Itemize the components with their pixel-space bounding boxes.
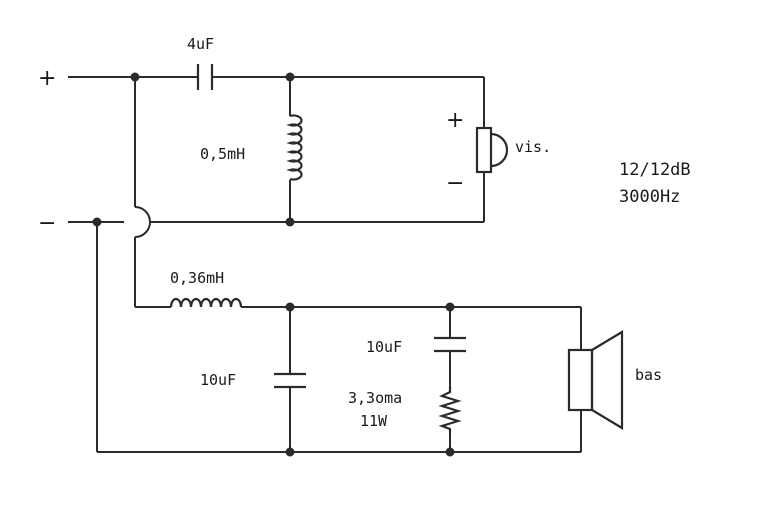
junction-dot (92, 217, 102, 227)
label-woofer-speaker: bas (635, 366, 662, 384)
junction-dot (285, 302, 295, 312)
tweeter-polarity-minus: − (446, 171, 464, 196)
label-tweeter-speaker: vis. (515, 138, 551, 156)
label-resistor-power: 11W (360, 412, 388, 430)
tweeter-speaker-icon (475, 126, 509, 174)
junction-dot (285, 72, 295, 82)
junction-dot (445, 447, 455, 457)
input-plus-terminal: + (38, 66, 56, 91)
capacitor-4uf (196, 64, 214, 90)
wires (68, 76, 582, 453)
resistor-zobel-icon (438, 387, 462, 433)
label-capacitor-10uf-shunt: 10uF (200, 371, 236, 389)
label-resistor-value: 3,3oma (348, 389, 402, 407)
spec-slope: 12/12dB (619, 160, 691, 180)
label-inductor-0-5mh: 0,5mH (200, 145, 245, 163)
label-inductor-0-36mh: 0,36mH (170, 269, 224, 287)
capacitor-10uf-shunt (274, 372, 306, 389)
label-capacitor-4uf: 4uF (187, 35, 214, 53)
woofer-speaker-icon (567, 330, 624, 430)
capacitor-10uf-zobel (434, 336, 466, 353)
junction-dot (285, 447, 295, 457)
label-capacitor-10uf-zobel: 10uF (366, 338, 402, 356)
junction-dot (445, 302, 455, 312)
inductor-0-5mh (286, 114, 303, 181)
input-minus-terminal: − (38, 211, 56, 236)
tweeter-polarity-plus: + (446, 108, 464, 133)
junction-dot (130, 72, 140, 82)
wire-crossover-hop (134, 206, 151, 238)
inductor-0-36mh (169, 297, 243, 308)
junction-dot (285, 217, 295, 227)
spec-frequency: 3000Hz (619, 187, 680, 207)
junction-dots (92, 72, 455, 457)
